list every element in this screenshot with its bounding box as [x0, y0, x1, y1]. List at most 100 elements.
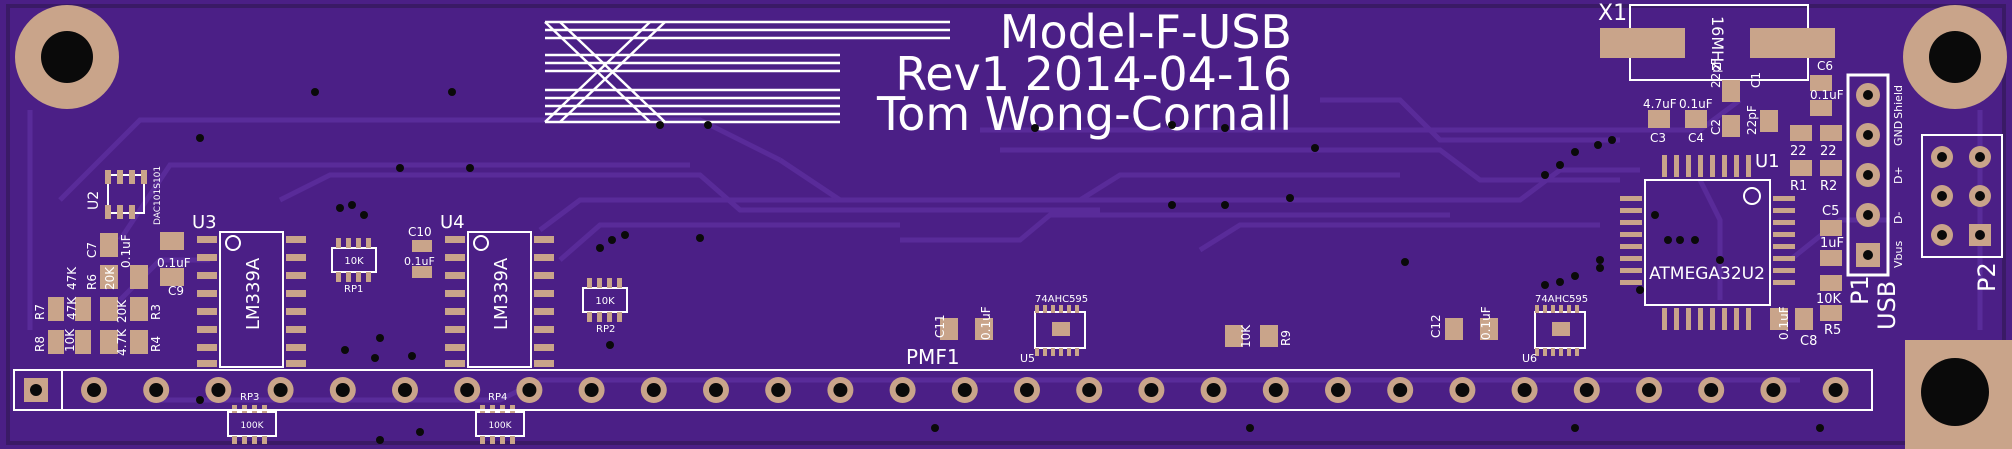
copper-traces — [27, 97, 1983, 403]
c4-value: 0.1uF — [1679, 97, 1713, 111]
rpack-rp4-ref: RP4 — [488, 392, 507, 403]
via — [1401, 258, 1409, 266]
pmf1-pin-hole — [1331, 383, 1345, 397]
pmf1-pin-hole — [1268, 383, 1283, 397]
via — [448, 88, 456, 96]
via — [396, 164, 404, 172]
via — [1716, 256, 1724, 264]
via — [656, 121, 664, 129]
r8-ref: R8 — [33, 336, 47, 352]
r5-ref: R5 — [1824, 323, 1841, 338]
c5-ref: C5 — [1822, 204, 1839, 219]
connector-pmf1: PMF1 — [13, 345, 1873, 411]
c9-value: 0.1uF — [157, 256, 191, 270]
rpack-rp1: 10K RP1 — [331, 238, 377, 295]
c8-value: 0.1uF — [1777, 306, 1791, 340]
via — [1221, 124, 1229, 132]
pmf1-pin-hole — [1082, 383, 1097, 397]
mounting-hole-bottom-right — [1905, 340, 2012, 449]
pmf1-pin-hole — [149, 383, 164, 397]
pmf1-pin-hole — [1393, 383, 1408, 397]
r7-value: 47K — [65, 296, 79, 320]
c8-ref: C8 — [1800, 334, 1817, 349]
chip-u5: 74AHC595 U5 — [1020, 294, 1088, 365]
via — [1541, 171, 1549, 179]
cap-c10-ref: C10 — [408, 225, 432, 239]
r2-ref: R2 — [1820, 179, 1837, 194]
via — [931, 424, 939, 432]
c3-ref: C3 — [1650, 131, 1666, 145]
chip-u3-ref: U3 — [192, 212, 217, 233]
cap-c10: C10 0.1uF — [404, 225, 435, 278]
header-p1-usb: Shield GND D+ D- Vbus P1 USB — [1846, 73, 1905, 330]
chip-u5-ref: U5 — [1020, 352, 1035, 365]
chip-u4: LM339A U4 — [440, 212, 554, 368]
chip-u6-ref: U6 — [1522, 352, 1537, 365]
pmf1-pin-hole — [1579, 383, 1594, 397]
header-p2: P2 — [1921, 134, 2003, 292]
r7-ref: R7 — [33, 304, 47, 320]
header-p2-ref: P2 — [1973, 262, 2001, 292]
via — [1596, 264, 1604, 272]
c7-value: 0.1uF — [119, 234, 133, 268]
pmf1-pin-hole — [398, 383, 412, 397]
chip-u3-value: LM339A — [243, 257, 264, 330]
via — [348, 201, 356, 209]
cap-c12-value: 0.1uF — [1479, 306, 1493, 340]
rpack-rp1-value: 10K — [344, 256, 364, 267]
res-r9: 10K R9 — [1225, 324, 1293, 348]
chip-u6-value: 74AHC595 — [1535, 294, 1588, 305]
header-p1-value: USB — [1873, 281, 1901, 330]
chip-u5-value: 74AHC595 — [1035, 294, 1088, 305]
via — [1664, 236, 1672, 244]
c1-ref: C1 — [1749, 72, 1763, 88]
chip-u4-value: LM339A — [491, 257, 512, 330]
passives-crystal-area — [1648, 75, 1842, 330]
via — [1594, 141, 1602, 149]
logo-lines — [544, 20, 950, 124]
r1-ref: R1 — [1790, 179, 1807, 194]
board-author: Tom Wong-Cornall — [876, 87, 1292, 141]
c2-value: 22pF — [1745, 105, 1759, 135]
via — [376, 334, 384, 342]
rpack-rp2: 10K RP2 — [582, 278, 628, 335]
via — [408, 352, 416, 360]
cap-c12-ref: C12 — [1429, 314, 1443, 338]
pmf1-pin-hole — [771, 383, 786, 397]
chip-u2-ref: U2 — [86, 191, 102, 210]
via — [376, 436, 384, 444]
pmf1-pin-hole — [30, 384, 42, 396]
pmf1-pin-hole — [522, 383, 537, 397]
via — [1636, 286, 1644, 294]
cap-c11-ref: C11 — [933, 314, 947, 338]
crystal-x1-value: 16MHz — [1708, 16, 1727, 71]
via — [1571, 148, 1579, 156]
rpack-rp2-value: 10K — [595, 296, 615, 307]
via — [1168, 201, 1176, 209]
board-outline — [6, 4, 2006, 445]
c1-value: 22pF — [1709, 58, 1723, 88]
pmf1-pin-hole — [211, 383, 226, 397]
pmf1-pin-hole — [833, 383, 848, 397]
usb-pin-gnd: GND — [1892, 121, 1905, 146]
via — [1816, 424, 1824, 432]
crystal-x1-ref: X1 — [1598, 1, 1627, 26]
r3-ref: R3 — [149, 304, 163, 320]
pmf1-pin-hole — [895, 383, 910, 397]
via — [360, 211, 368, 219]
pmf1-pin-hole — [1766, 383, 1781, 397]
mounting-hole-top-left — [15, 5, 119, 109]
via — [1556, 161, 1564, 169]
r4-ref: R4 — [149, 336, 163, 352]
via — [621, 231, 629, 239]
pmf1-pin-hole — [1144, 383, 1159, 397]
header-p1-ref: P1 — [1846, 275, 1874, 305]
pmf1-pin-hole — [1455, 383, 1470, 397]
res-r9-ref: R9 — [1279, 330, 1293, 346]
cap-c10-value: 0.1uF — [404, 255, 435, 268]
pmf1-pin-hole — [1206, 383, 1221, 397]
via — [696, 234, 704, 242]
usb-pin-shield: Shield — [1892, 85, 1905, 119]
